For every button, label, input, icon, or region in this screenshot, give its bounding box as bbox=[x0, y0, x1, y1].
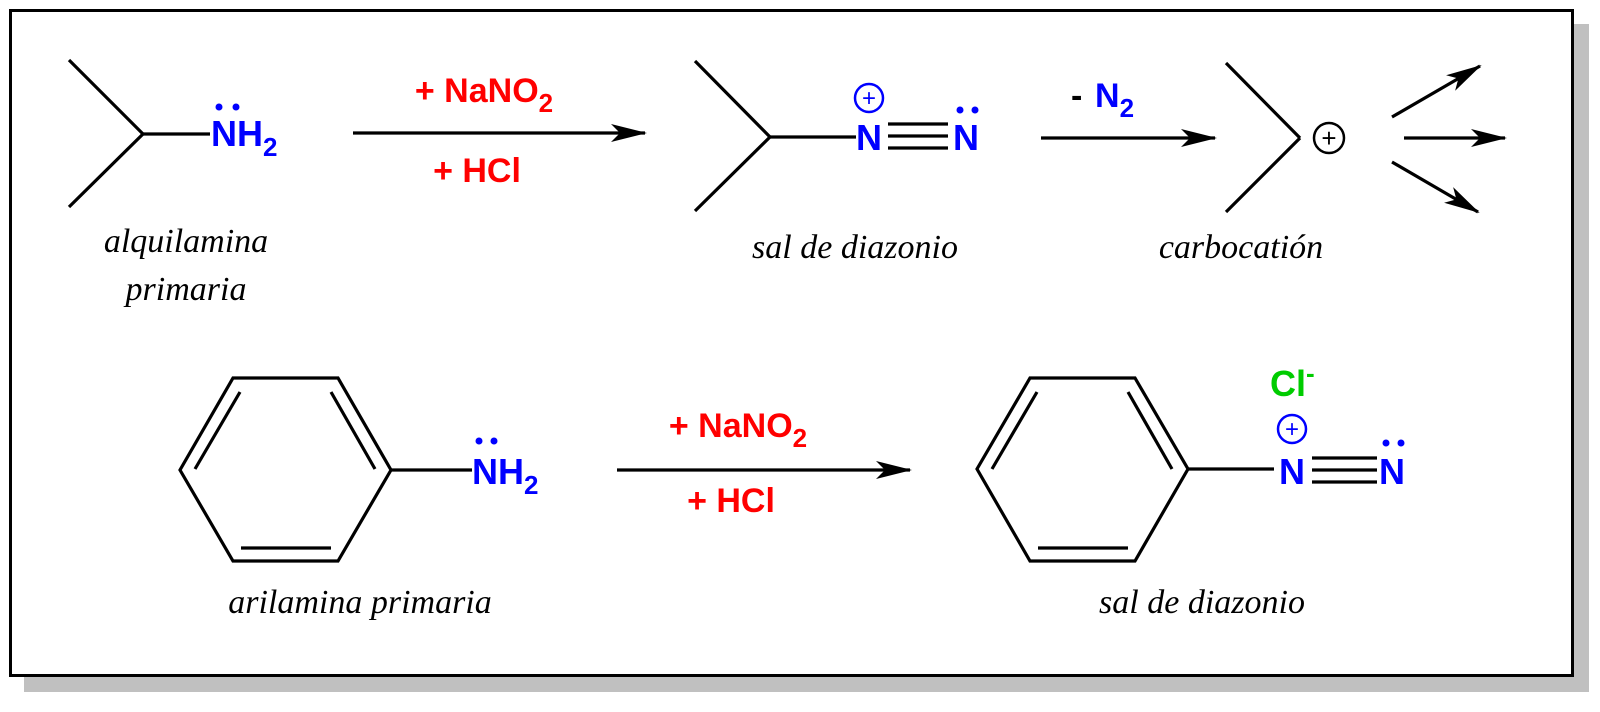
reaction-arrow-1: + NaNO2 + HCl bbox=[353, 72, 647, 190]
lone-pair-icon bbox=[1382, 439, 1390, 447]
lone-pair-icon bbox=[956, 106, 964, 114]
arrow-down-right-icon bbox=[1391, 160, 1480, 214]
reagent-hcl: + HCl bbox=[687, 482, 775, 520]
amine-nh2: NH2 bbox=[211, 113, 277, 162]
branch-arrows bbox=[1391, 64, 1507, 214]
reagent-nano2: + NaNO2 bbox=[669, 407, 807, 453]
alkyl-diazonium-structure: + N N bbox=[693, 59, 979, 213]
diagram-frame bbox=[9, 9, 1574, 677]
reagent-hcl: + HCl bbox=[433, 152, 521, 190]
arrow-up-right-icon bbox=[1391, 64, 1482, 119]
label-sal-de-diazonio-2: sal de diazonio bbox=[1099, 584, 1305, 621]
svg-text:+: + bbox=[862, 85, 876, 112]
aryl-diazonium-structure: Cl- + N N bbox=[975, 358, 1405, 563]
diazonium-n1: N bbox=[856, 117, 882, 158]
svg-text:+: + bbox=[1321, 123, 1336, 153]
svg-text:+: + bbox=[1285, 416, 1299, 443]
minus-n2: N2 bbox=[1095, 77, 1134, 123]
label-primaria: primaria bbox=[124, 271, 247, 308]
positive-charge-icon bbox=[1312, 121, 1346, 155]
reagent-nano2: + NaNO2 bbox=[415, 72, 553, 118]
chloride-anion: Cl- bbox=[1270, 358, 1315, 404]
label-carbocation: carbocatión bbox=[1159, 229, 1323, 266]
lone-pair-icon bbox=[215, 103, 223, 111]
reaction-arrow-2: - N2 bbox=[1041, 77, 1217, 147]
label-sal-de-diazonio-1: sal de diazonio bbox=[752, 229, 958, 266]
carbocation-structure: + bbox=[1224, 61, 1346, 214]
positive-charge-icon bbox=[1276, 413, 1308, 445]
label-arilamina-primaria: arilamina primaria bbox=[228, 584, 492, 621]
svg-text:-: - bbox=[1071, 77, 1082, 115]
amine-nh2: NH2 bbox=[472, 451, 538, 500]
diazonium-n1: N bbox=[1279, 451, 1305, 492]
lone-pair-icon bbox=[475, 437, 483, 445]
diazonium-n2: N bbox=[953, 117, 979, 158]
aniline-structure: NH2 bbox=[178, 376, 538, 563]
alkylamine-structure: NH2 bbox=[67, 58, 277, 209]
label-alquilamina: alquilamina bbox=[104, 223, 268, 260]
diazonium-n2: N bbox=[1379, 451, 1405, 492]
positive-charge-icon bbox=[853, 82, 885, 114]
reaction-arrow-3: + NaNO2 + HCl bbox=[617, 407, 912, 520]
